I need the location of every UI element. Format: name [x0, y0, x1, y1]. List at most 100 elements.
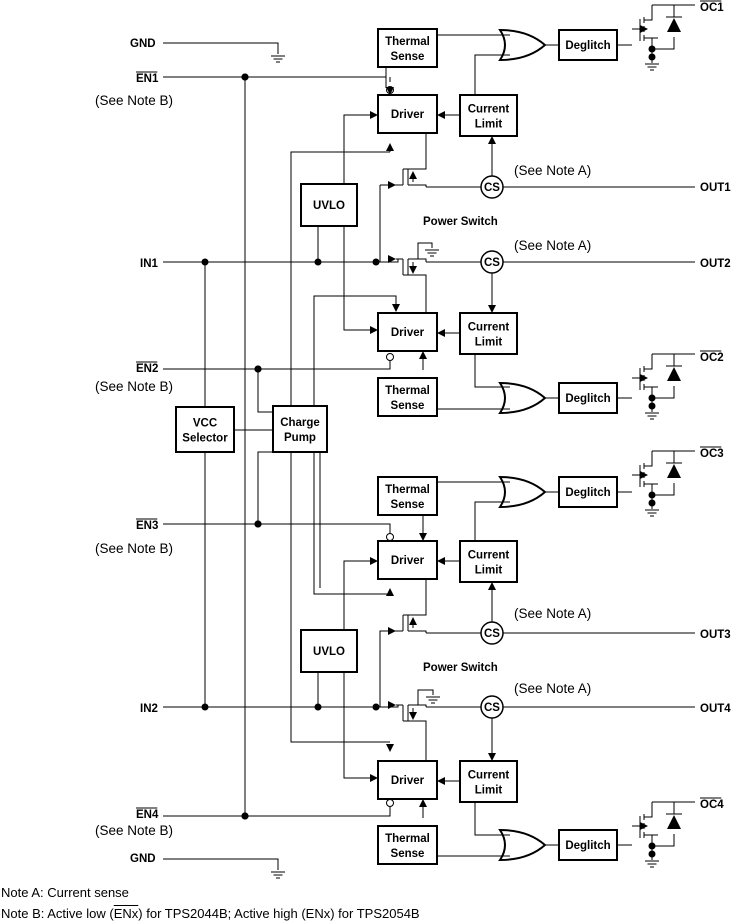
deglitch-4-label: Deglitch [565, 840, 610, 852]
or-gate-1 [498, 28, 547, 62]
oc-transistor-4-diode [667, 815, 681, 829]
current-sense-2-label: CS [484, 257, 500, 269]
en3-pin: EN3 [136, 520, 158, 532]
wire [343, 672, 370, 779]
wire [163, 806, 391, 817]
arrow-head [419, 351, 427, 359]
wire [163, 76, 387, 88]
wire [317, 560, 370, 707]
arrow-head [419, 799, 427, 807]
wire [163, 360, 391, 370]
oc-transistor-3-arrow [640, 471, 648, 479]
current-limit-3-label: Current [468, 550, 510, 562]
junction-dot [648, 394, 656, 402]
driver-1-label: Driver [391, 109, 425, 121]
wire [379, 630, 396, 707]
thermal-sense-4 [377, 825, 438, 865]
thermal-sense-2 [377, 377, 438, 417]
current-limit-2-label-2: Limit [475, 337, 503, 349]
current-sense-4-label: CS [484, 702, 500, 714]
oc-transistor-2-diode [667, 367, 681, 381]
oc1-pin: OC1 [700, 2, 724, 14]
uvlo-block-2 [300, 629, 358, 673]
ground-symbol [425, 249, 439, 257]
wire [163, 705, 399, 708]
oc-transistor-3-diode [667, 464, 681, 478]
arrow-head [409, 266, 417, 274]
or-gate-4 [498, 828, 547, 862]
junction-dot [372, 703, 380, 711]
in1-pin: IN1 [140, 258, 159, 270]
arrow-head [370, 557, 378, 565]
charge-pump-block-label: Charge [280, 417, 320, 429]
arrow-head [437, 777, 445, 785]
junction-dot [314, 703, 322, 711]
see-note-b-3: (See Note B) [95, 541, 173, 556]
deglitch-2-label: Deglitch [565, 393, 610, 405]
vcc-selector-block-label: VCC [193, 418, 217, 430]
oc-transistor-4-arrow [640, 822, 648, 830]
thermal-sense-1-label-2: Sense [391, 51, 425, 63]
current-limit-3-label-2: Limit [475, 565, 503, 577]
arrow-head [386, 87, 394, 95]
charge-pump-block [272, 405, 328, 453]
see-note-a-3: (See Note A) [514, 606, 591, 621]
thermal-sense-3 [377, 476, 438, 516]
junction-dot [648, 45, 656, 53]
wire [474, 54, 510, 95]
thermal-sense-1 [377, 28, 438, 68]
oc2-pin: OC2 [700, 352, 724, 364]
wire [313, 452, 390, 595]
driver-3-label: Driver [391, 555, 425, 567]
thermal-sense-2-label-2: Sense [391, 400, 425, 412]
arrow-head [386, 588, 394, 596]
thermal-sense-2-label: Thermal [385, 385, 430, 397]
arrow-head [370, 326, 378, 334]
uvlo-block-1 [300, 183, 358, 227]
wire [417, 242, 433, 259]
ground-symbol [426, 696, 440, 704]
ground-symbol [271, 55, 285, 63]
en4-pin: EN4 [136, 809, 159, 821]
see-note-a-2: (See Note A) [514, 238, 591, 253]
current-limit-1-label-2: Limit [475, 119, 503, 131]
oc-transistor-1-diode [667, 18, 681, 32]
current-sense-1-label: CS [484, 182, 500, 194]
driver-2 [377, 312, 438, 352]
junction-dot [254, 365, 262, 373]
see-note-a-1: (See Note A) [514, 163, 591, 178]
arrow-head [392, 304, 400, 312]
wire [396, 258, 427, 313]
wire [163, 523, 391, 534]
vcc-selector-block [175, 406, 235, 453]
arrow-head [388, 255, 396, 263]
inverter-bubble [386, 799, 394, 807]
out4-pin: OUT4 [700, 703, 731, 715]
see-note-a-4: (See Note A) [514, 681, 591, 696]
thermal-sense-3-label-2: Sense [391, 499, 425, 511]
oc4-pin: OC4 [700, 799, 724, 811]
note-a: Note A: Current sense [1, 885, 129, 900]
current-limit-4-label: Current [468, 770, 510, 782]
arrow-head [437, 557, 445, 565]
see-note-b-4: (See Note B) [95, 823, 173, 838]
junction-dot [241, 812, 249, 820]
arrow-head [409, 617, 417, 625]
thermal-sense-4-label-2: Sense [391, 848, 425, 860]
current-sense-3-label: CS [484, 628, 500, 640]
or-gate-2 [498, 381, 547, 415]
wire [474, 501, 510, 541]
arrow-head [409, 712, 417, 720]
driver-4-label: Driver [391, 775, 425, 787]
see-note-b-2: (See Note B) [95, 379, 173, 394]
wire [163, 42, 279, 54]
deglitch-1-label: Deglitch [565, 40, 610, 52]
gnd-pin-top: GND [130, 38, 156, 50]
wire [317, 114, 370, 262]
junction-dot [201, 258, 209, 266]
junction-dot [254, 520, 262, 528]
note-b-prefix: Note B: Active low ( [1, 906, 114, 921]
arrow-head [388, 701, 396, 709]
driver-1 [377, 94, 438, 134]
